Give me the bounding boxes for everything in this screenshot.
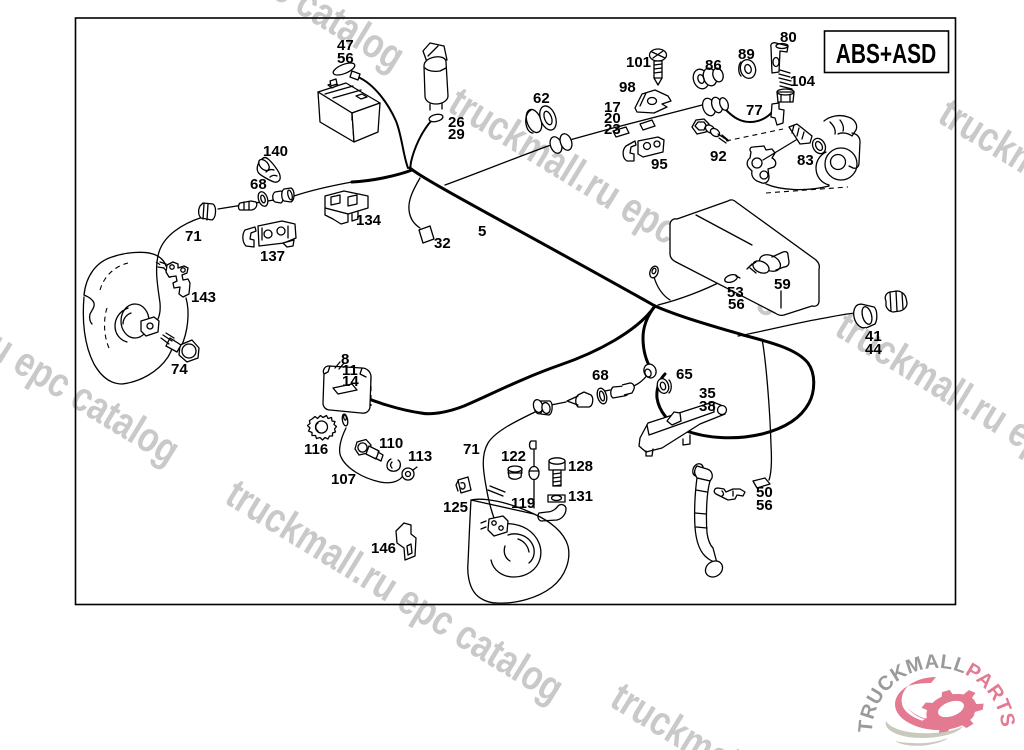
svg-text:80: 80 <box>780 29 797 46</box>
svg-text:41: 41 <box>865 328 882 345</box>
svg-text:ABS+ASD: ABS+ASD <box>836 39 936 69</box>
svg-text:98: 98 <box>619 79 636 96</box>
svg-text:119: 119 <box>511 495 535 512</box>
svg-text:74: 74 <box>171 361 188 378</box>
svg-text:107: 107 <box>331 471 356 488</box>
svg-text:134: 134 <box>356 212 382 229</box>
svg-text:17: 17 <box>604 99 621 116</box>
svg-text:104: 104 <box>790 73 816 90</box>
svg-text:26: 26 <box>448 114 465 131</box>
svg-text:35: 35 <box>699 385 716 402</box>
svg-text:125: 125 <box>443 499 468 516</box>
svg-text:116: 116 <box>304 441 328 458</box>
svg-text:32: 32 <box>434 235 451 252</box>
svg-text:71: 71 <box>463 441 480 458</box>
svg-text:83: 83 <box>797 152 814 169</box>
svg-text:38: 38 <box>699 398 716 415</box>
svg-text:137: 137 <box>260 248 285 265</box>
svg-text:140: 140 <box>263 143 288 160</box>
svg-text:53: 53 <box>727 284 744 301</box>
svg-text:11: 11 <box>342 362 358 379</box>
svg-text:77: 77 <box>746 102 763 119</box>
svg-text:5: 5 <box>478 223 486 240</box>
svg-text:56: 56 <box>756 497 773 514</box>
svg-text:50: 50 <box>756 484 773 501</box>
svg-text:44: 44 <box>865 341 882 358</box>
svg-text:65: 65 <box>676 366 693 383</box>
svg-text:95: 95 <box>651 156 668 173</box>
svg-text:71: 71 <box>185 228 202 245</box>
svg-text:86: 86 <box>705 57 722 74</box>
svg-text:59: 59 <box>774 276 791 293</box>
svg-text:131: 131 <box>568 488 593 505</box>
svg-text:89: 89 <box>738 46 755 63</box>
svg-text:101: 101 <box>626 54 651 71</box>
svg-text:110: 110 <box>379 435 403 452</box>
svg-text:20: 20 <box>604 110 621 127</box>
svg-text:47: 47 <box>337 37 354 54</box>
svg-text:56: 56 <box>728 296 745 313</box>
svg-text:23: 23 <box>604 121 621 138</box>
svg-text:143: 143 <box>191 289 216 306</box>
svg-text:8: 8 <box>341 351 349 368</box>
svg-text:62: 62 <box>533 90 550 107</box>
svg-text:92: 92 <box>710 148 727 165</box>
svg-text:14: 14 <box>342 373 359 390</box>
svg-text:68: 68 <box>250 176 267 193</box>
svg-text:113: 113 <box>408 448 432 465</box>
svg-text:122: 122 <box>501 448 526 465</box>
svg-text:29: 29 <box>448 126 465 143</box>
svg-text:128: 128 <box>568 458 593 475</box>
svg-text:68: 68 <box>592 367 609 384</box>
svg-text:56: 56 <box>337 50 354 67</box>
svg-text:146: 146 <box>371 540 396 557</box>
